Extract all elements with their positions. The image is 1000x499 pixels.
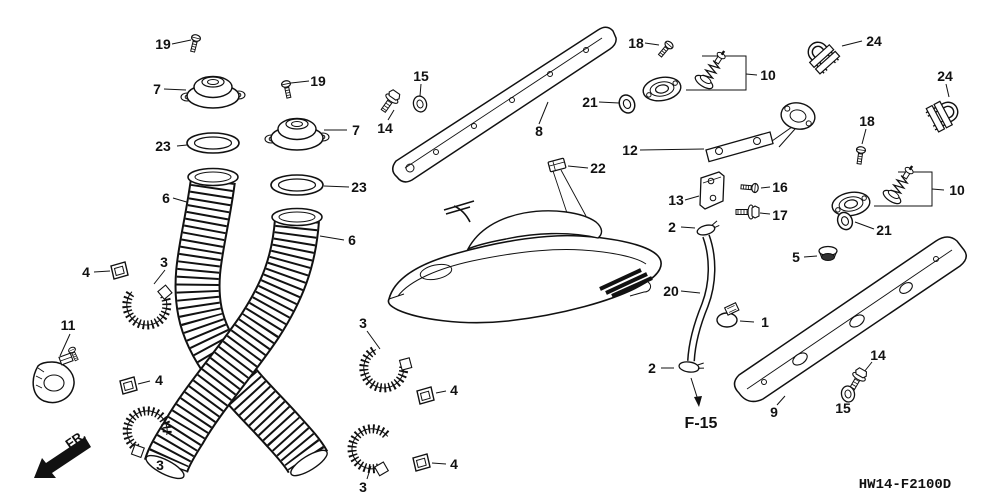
callout-21-a: 21 <box>582 94 598 110</box>
mount-pad-4-b <box>119 376 138 395</box>
callout-18-a: 18 <box>628 35 644 51</box>
callout-16: 16 <box>772 179 788 195</box>
flange-bolt-17 <box>735 204 760 220</box>
callout-5: 5 <box>792 249 800 265</box>
callout-8: 8 <box>535 123 543 139</box>
callout-2-a: 2 <box>668 219 676 235</box>
u-clamp-24-right <box>924 97 961 133</box>
callout-6-a: 6 <box>162 190 170 206</box>
screw-18-lower <box>853 145 867 166</box>
mount-pad-4-d <box>412 453 431 472</box>
callout-12: 12 <box>622 142 638 158</box>
check-valve-10-lower <box>880 159 922 207</box>
valve-flange-10-upper <box>640 73 684 105</box>
callout-23-a: 23 <box>155 138 171 154</box>
callout-18-b: 18 <box>859 113 875 129</box>
callout-13: 13 <box>668 192 684 208</box>
callout-15-b: 15 <box>835 400 851 416</box>
screw-19-left <box>187 33 202 54</box>
callout-20: 20 <box>663 283 679 299</box>
u-clamp-24-upper <box>803 37 841 75</box>
hose-clamp-3-a <box>122 277 173 330</box>
callout-21-b: 21 <box>876 222 892 238</box>
flange-bolt-14-upper <box>376 87 403 116</box>
callout-14-a: 14 <box>377 120 393 136</box>
jet-ski-illustration <box>387 169 662 324</box>
mount-flange <box>780 102 816 130</box>
callout-2-b: 2 <box>648 360 656 376</box>
callout-15-a: 15 <box>413 68 429 84</box>
callout-19-a: 19 <box>155 36 171 52</box>
callout-19-b: 19 <box>310 73 326 89</box>
callout-7-b: 7 <box>352 122 360 138</box>
callout-9: 9 <box>770 404 778 420</box>
washer-21-upper <box>615 91 639 117</box>
callout-10-b: 10 <box>949 182 965 198</box>
tube-clamp-2-upper <box>696 220 720 236</box>
callout-24-b: 24 <box>937 68 953 84</box>
tube-clamp-2-lower <box>678 361 705 373</box>
callout-3-d: 3 <box>359 479 367 495</box>
mount-pad-4-a <box>110 261 129 280</box>
drain-pocket-11 <box>32 345 81 404</box>
callout-17: 17 <box>772 207 788 223</box>
duct-hose-6-right <box>143 207 323 480</box>
reinforcement-plate-8 <box>392 26 617 183</box>
gasket-23-left <box>186 132 240 154</box>
bracket-13 <box>699 171 725 210</box>
callout-1: 1 <box>761 314 769 330</box>
hose-clamp-1 <box>716 302 740 328</box>
front-arrow-icon <box>34 437 91 478</box>
callout-24-a: 24 <box>866 33 882 49</box>
callout-labels: 19 7 23 19 7 23 6 6 15 14 8 21 22 18 10 … <box>61 33 965 495</box>
valve-flange-10-lower <box>829 188 873 220</box>
f15-arrowhead <box>694 396 702 407</box>
figure-ref-label: F-15 <box>685 415 718 432</box>
callout-3-a: 3 <box>160 254 168 270</box>
duct-cap-7-right <box>264 117 330 151</box>
washer-15-upper <box>411 93 429 115</box>
diagram-code: HW14-F2100D <box>859 477 951 493</box>
gasket-23-right <box>270 174 324 196</box>
hose-clamp-3-d <box>345 422 402 478</box>
callout-23-b: 23 <box>351 179 367 195</box>
check-valve-10-upper <box>692 44 734 92</box>
screw-18-upper <box>655 39 676 60</box>
reinforcement-plate-9 <box>733 236 967 403</box>
callout-4-c: 4 <box>450 382 458 398</box>
callout-14-b: 14 <box>870 347 886 363</box>
callout-3-b: 3 <box>359 315 367 331</box>
callout-4-d: 4 <box>450 456 458 472</box>
clip-22 <box>547 157 567 173</box>
mount-pad-4-c <box>416 386 435 405</box>
leader-lines <box>59 39 950 480</box>
callout-3-c: 3 <box>156 457 164 473</box>
callout-7-a: 7 <box>153 81 161 97</box>
duct-cap-7-left <box>180 75 246 109</box>
stay-plate-12 <box>705 131 774 163</box>
grommet-5 <box>818 245 838 261</box>
screw-16 <box>740 181 760 194</box>
callout-4-b: 4 <box>155 372 163 388</box>
callout-6-b: 6 <box>348 232 356 248</box>
callout-11: 11 <box>61 317 76 333</box>
callout-22: 22 <box>590 160 606 176</box>
front-direction-marker: FR. <box>34 427 91 478</box>
callout-10-a: 10 <box>760 67 776 83</box>
drain-hose-20 <box>687 234 716 362</box>
hose-clamp-3-b <box>356 337 416 397</box>
callout-4-a: 4 <box>82 264 90 280</box>
